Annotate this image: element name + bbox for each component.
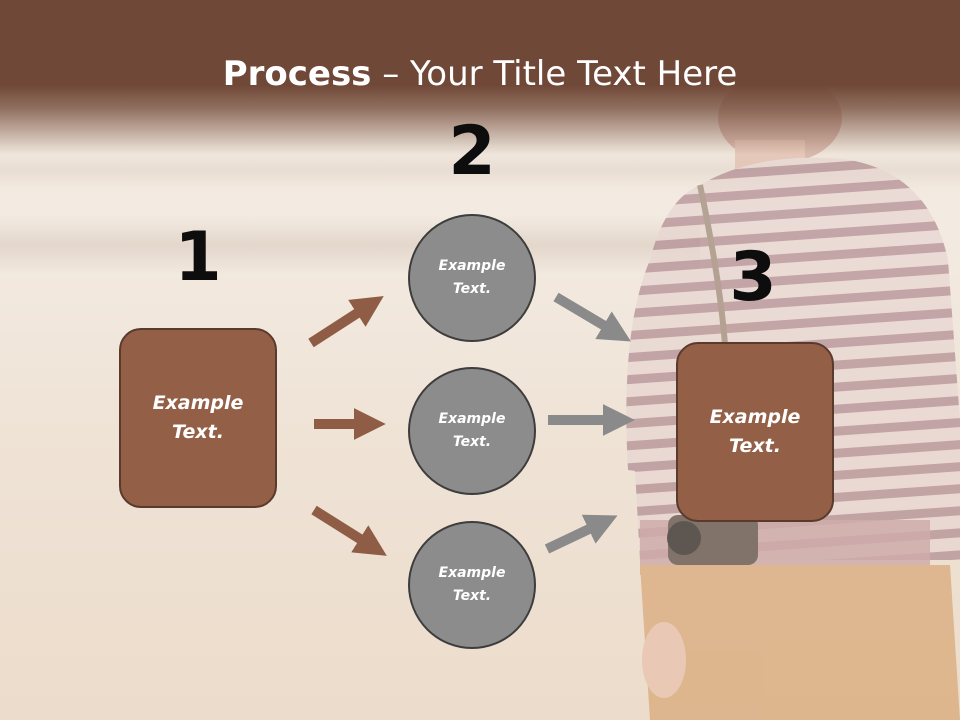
header-bar — [0, 0, 960, 155]
step-1-box: Example Text. — [119, 328, 277, 508]
step-2-circle-bottom: Example Text. — [408, 521, 536, 649]
arrow-right-icon — [308, 296, 384, 348]
step-number-3: 3 — [729, 238, 777, 317]
step-2-circle-top: Example Text. — [408, 214, 536, 342]
step-3-box: Example Text. — [676, 342, 834, 522]
circle-middle-text: Example Text. — [438, 411, 506, 450]
step-number-2: 2 — [448, 112, 496, 191]
step-1-box-text: Example Text. — [152, 392, 244, 443]
background-haze — [0, 215, 700, 275]
title-bold: Process — [222, 54, 372, 94]
step-2-circle-middle: Example Text. — [408, 367, 536, 495]
step-number-1: 1 — [174, 218, 222, 297]
step-3-box-text: Example Text. — [709, 406, 801, 457]
circle-top-text: Example Text. — [438, 258, 506, 297]
arrow-right-icon — [544, 514, 618, 554]
circle-bottom-text: Example Text. — [438, 565, 506, 604]
arrow-right-icon — [311, 505, 387, 556]
slide-title: Process – Your Title Text Here — [0, 52, 960, 96]
title-rest: – Your Title Text Here — [371, 54, 738, 94]
arrow-right-icon — [553, 292, 632, 342]
